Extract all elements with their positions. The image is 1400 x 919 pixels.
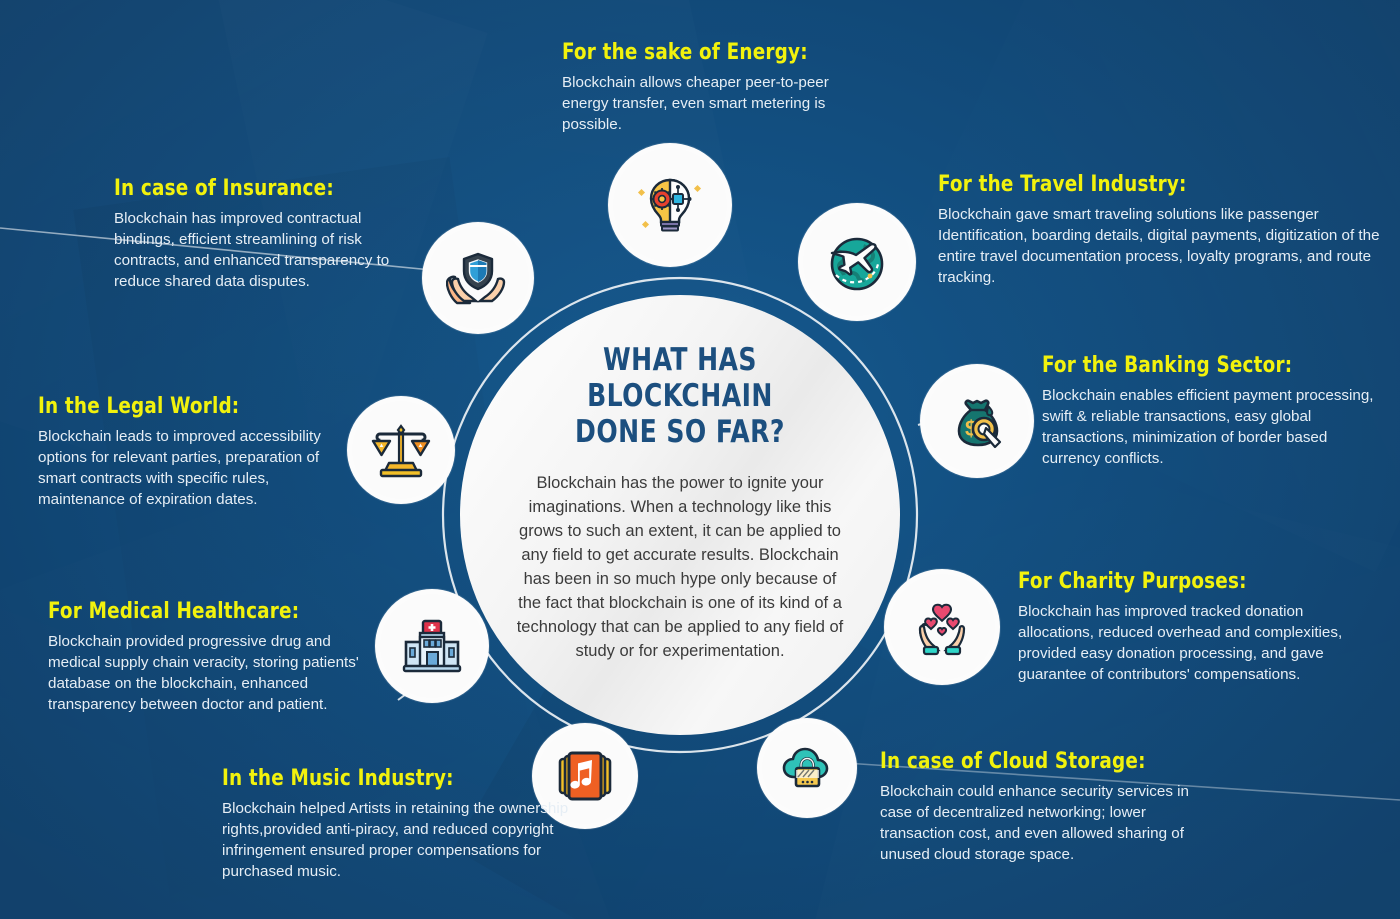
hands-shield-icon [446,247,510,309]
scales-of-justice-icon [370,421,432,479]
node-insurance[interactable] [422,222,534,334]
money-bag-icon: $ [946,390,1008,452]
section-body: Blockchain enables efficient payment pro… [1042,387,1374,468]
section-music: In the Music Industry: Blockchain helped… [222,766,576,883]
section-body: Blockchain could enhance security servic… [880,783,1189,864]
node-energy[interactable] [608,143,732,267]
section-banking: For the Banking Sector: Blockchain enabl… [1042,353,1386,470]
node-cloud[interactable] [757,718,857,818]
section-heading: In the Music Industry: [222,766,454,791]
lightbulb-circuit-icon [637,172,703,238]
hospital-icon [400,617,464,675]
section-charity: For Charity Purposes: Blockchain has imp… [1018,569,1376,686]
node-healthcare[interactable] [375,589,489,703]
globe-airplane-icon [824,229,890,295]
section-body: Blockchain has improved contractual bind… [114,210,390,291]
section-heading: For Medical Healthcare: [48,599,300,624]
section-heading: In case of Cloud Storage: [880,749,1146,774]
section-body: Blockchain gave smart traveling solution… [938,206,1380,287]
node-legal[interactable] [347,396,455,504]
section-body: Blockchain allows cheaper peer-to-peer e… [562,74,829,134]
section-cloud: In case of Cloud Storage: Blockchain cou… [880,749,1204,866]
section-insurance: In case of Insurance: Blockchain has imp… [114,176,404,293]
section-heading: For the Travel Industry: [938,172,1187,197]
node-charity[interactable] [884,569,1000,685]
section-body: Blockchain has improved tracked donation… [1018,603,1343,684]
center-hub: WHAT HAS BLOCKCHAIN DONE SO FAR? Blockch… [460,295,900,735]
section-legal: In the Legal World: Blockchain leads to … [38,394,338,511]
node-music[interactable] [532,723,638,829]
music-album-icon [554,747,616,805]
section-heading: In case of Insurance: [114,176,334,201]
section-healthcare: For Medical Healthcare: Blockchain provi… [48,599,366,716]
section-energy: For the sake of Energy: Blockchain allow… [562,40,872,135]
page-title: WHAT HAS BLOCKCHAIN DONE SO FAR? [575,342,785,450]
section-body: Blockchain helped Artists in retaining t… [222,800,569,881]
section-body: Blockchain leads to improved accessibili… [38,428,321,509]
cloud-lock-icon [778,739,836,797]
hub-description: Blockchain has the power to ignite your … [516,473,844,661]
section-body: Blockchain provided progressive drug and… [48,633,359,714]
node-travel[interactable] [798,203,916,321]
section-heading: For the sake of Energy: [562,40,808,65]
section-heading: In the Legal World: [38,394,240,419]
section-heading: For Charity Purposes: [1018,569,1247,594]
section-heading: For the Banking Sector: [1042,353,1293,378]
hands-hearts-icon [910,595,974,659]
node-banking[interactable]: $ [920,364,1034,478]
section-travel: For the Travel Industry: Blockchain gave… [938,172,1384,289]
